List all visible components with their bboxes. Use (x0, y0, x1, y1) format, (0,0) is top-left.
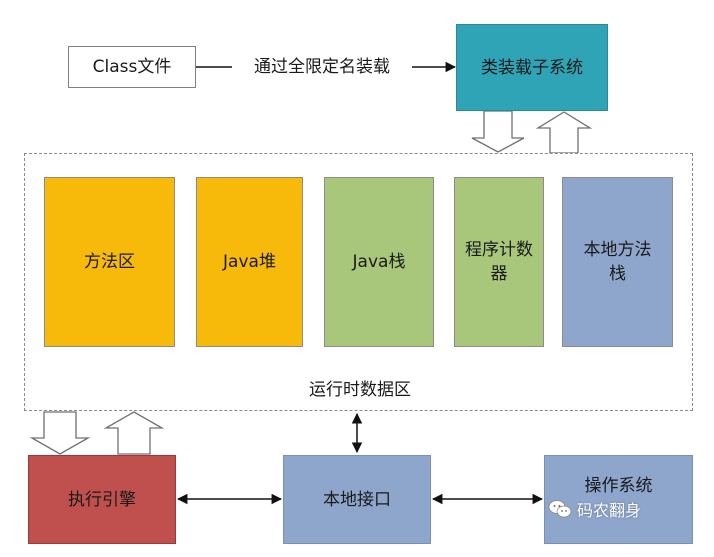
hollow-down-arrow-engine (29, 411, 91, 455)
runtime-area-title: 运行时数据区 (280, 378, 440, 402)
hollow-up-arrow-loader (535, 111, 593, 154)
method-area-node: 方法区 (44, 177, 175, 347)
java-stack-node: Java栈 (324, 177, 434, 347)
pc-counter-node: 程序计数器 (454, 177, 544, 347)
native-interface-node: 本地接口 (283, 455, 431, 544)
class-loader-label: 类装载子系统 (481, 57, 583, 78)
class-file-label: Class文件 (92, 57, 172, 77)
execution-engine-label: 执行引擎 (68, 489, 136, 510)
java-heap-label: Java堆 (223, 252, 276, 272)
operating-system-node: 操作系统 (544, 455, 693, 544)
hollow-up-arrow-engine (103, 411, 165, 455)
runtime-area-label: 运行时数据区 (309, 380, 411, 400)
watermark: 码农翻身 (548, 495, 698, 523)
operating-system-label: 操作系统 (584, 476, 653, 496)
java-heap-node: Java堆 (196, 177, 303, 347)
edge-label: 通过全限定名装载 (232, 55, 412, 79)
execution-engine-node: 执行引擎 (28, 455, 176, 544)
native-method-stack-node: 本地方法栈 (562, 177, 673, 347)
hollow-down-arrow-loader (471, 110, 525, 153)
watermark-text: 码农翻身 (577, 501, 642, 520)
native-interface-label: 本地接口 (323, 489, 391, 510)
pc-counter-label: 程序计数器 (465, 240, 533, 284)
native-method-stack-label: 本地方法栈 (583, 240, 652, 284)
edge-label-text: 通过全限定名装载 (254, 57, 390, 77)
class-loader-node: 类装载子系统 (456, 24, 608, 111)
wechat-icon (548, 500, 572, 518)
java-stack-label: Java栈 (352, 252, 406, 272)
method-area-label: 方法区 (84, 252, 135, 272)
class-file-node: Class文件 (68, 46, 196, 88)
